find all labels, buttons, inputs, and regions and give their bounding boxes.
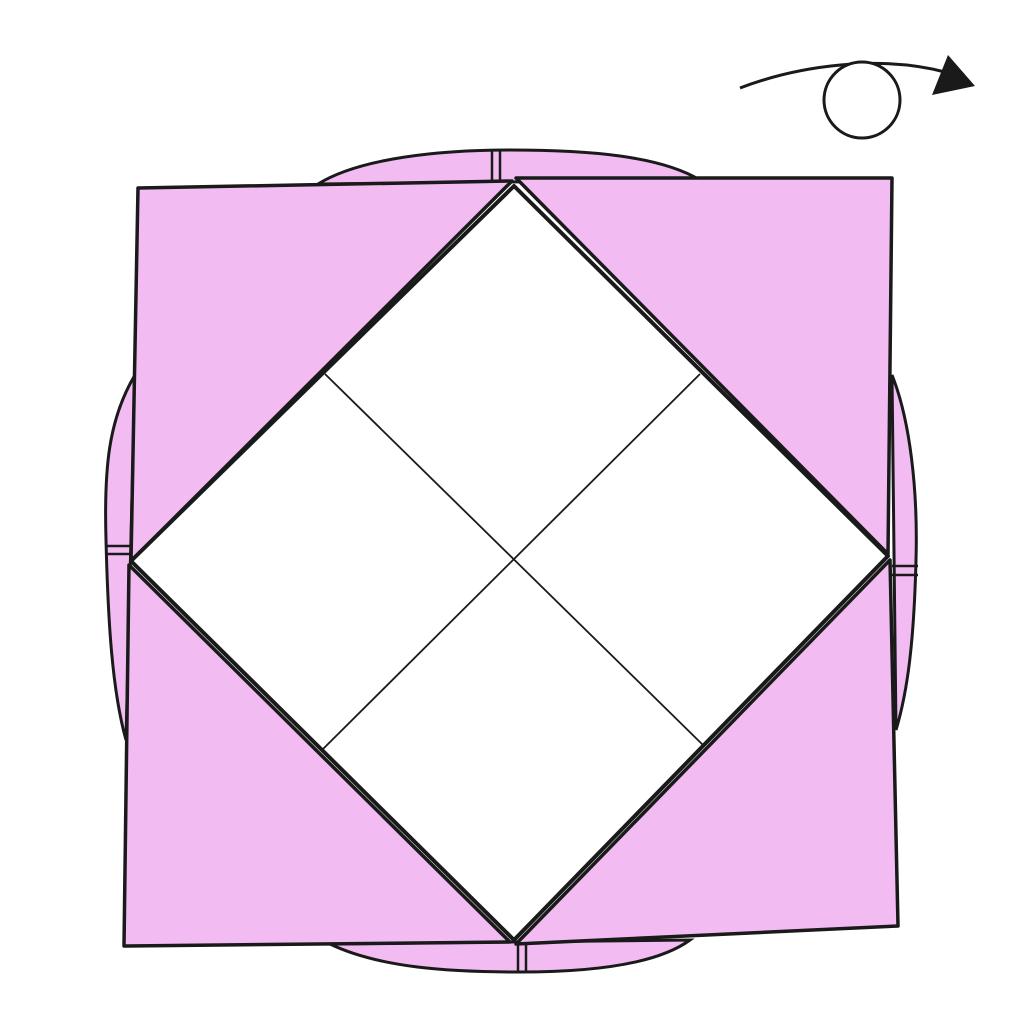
center-diamond xyxy=(129,184,890,942)
edge-marks xyxy=(106,150,918,972)
back-layer-bottom-bulge xyxy=(329,938,695,974)
turn-over-circle xyxy=(822,60,902,140)
back-layer-right-bulge xyxy=(890,374,918,731)
turn-over-arc xyxy=(739,61,946,90)
back-layer xyxy=(104,148,918,974)
turn-over-arrowhead xyxy=(932,55,975,95)
corner-flaps xyxy=(122,176,900,948)
corner-flap-top-right xyxy=(514,176,894,556)
corner-flap-bottom-left xyxy=(122,563,512,948)
crease-line-1 xyxy=(324,373,705,747)
back-layer-top-bulge xyxy=(312,148,706,186)
turn-over-arrow-icon xyxy=(739,55,975,140)
corner-flap-bottom-right xyxy=(514,558,900,946)
crease-line-2 xyxy=(321,373,701,751)
